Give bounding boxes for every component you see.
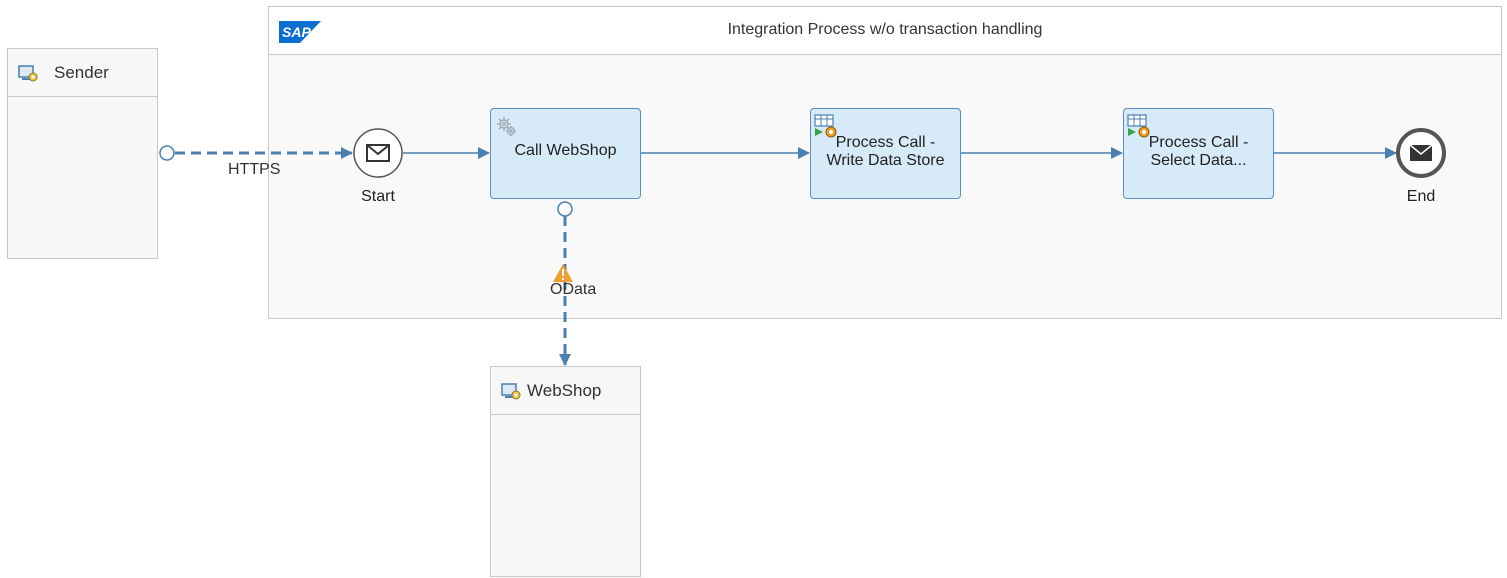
gear-icon [496,116,518,143]
webshop-label: WebShop [527,380,602,400]
pool-title: Integration Process w/o transaction hand… [727,21,1043,38]
task-call-webshop[interactable]: Call WebShop [490,108,641,199]
start-event[interactable] [353,128,403,178]
sender-header: Sender [8,49,157,97]
envelope-icon [1409,144,1433,161]
start-event-label: Start [361,188,395,205]
odata-flow-label: OData [550,281,597,298]
task-process-write[interactable]: Process Call - Write Data Store [810,108,961,199]
sender-participant[interactable]: Sender [7,48,158,259]
odata-flow-source-circle [557,201,573,217]
process-call-icon [1127,114,1153,143]
task-process-write-label: Process Call - Write Data Store [826,133,945,169]
system-icon [18,64,38,82]
system-icon [501,382,521,400]
task-call-webshop-label: Call WebShop [514,141,617,159]
end-event[interactable] [1396,128,1446,178]
sap-logo: SAP [279,21,321,48]
envelope-icon [366,144,390,162]
pool-header: SAP Integration Process w/o transaction … [269,7,1501,55]
process-call-icon [814,114,840,143]
end-event-label: End [1406,188,1436,205]
https-flow-source-circle [159,145,175,161]
webshop-header: WebShop [491,367,640,415]
task-process-select-label: Process Call - Select Data... [1148,133,1249,169]
sender-label: Sender [54,62,109,82]
webshop-participant[interactable]: WebShop [490,366,641,577]
sap-logo-text: SAP [282,24,311,40]
https-flow-label: HTTPS [228,161,281,178]
task-process-select[interactable]: Process Call - Select Data... [1123,108,1274,199]
warning-icon [553,264,573,282]
